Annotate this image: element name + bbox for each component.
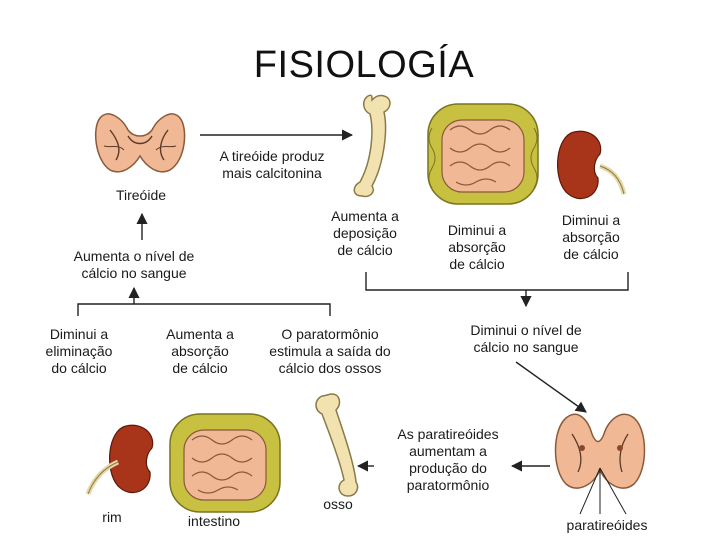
parathyroid-increase-label: As paratireóides aumentam a produção do … bbox=[397, 426, 499, 493]
intestine-label: intestino bbox=[187, 513, 241, 529]
blood-calcium-down-label: Diminui o nível de cálcio no sangue bbox=[470, 322, 582, 355]
bone-deposition-label: Aumenta a deposição de cálcio bbox=[331, 208, 399, 258]
kidney-absorption-down-label: Diminui a absorção de cálcio bbox=[561, 212, 621, 262]
parathyroid-icon bbox=[554, 413, 646, 515]
kidney-icon-bottom bbox=[85, 424, 154, 495]
parathyroid-label: paratireóides bbox=[566, 517, 648, 533]
bracket-effects bbox=[365, 272, 629, 291]
thyroid-produces-label: A tireóide produz mais calcitonina bbox=[219, 148, 325, 181]
thyroid-icon bbox=[94, 113, 186, 173]
kidney-icon bbox=[557, 130, 627, 200]
blood-calcium-up-label: Aumenta o nível de cálcio no sangue bbox=[73, 248, 195, 281]
page-title: FISIOLOGÍA bbox=[253, 44, 475, 86]
arrow-to-parathyroid bbox=[515, 361, 587, 413]
bracket-causes bbox=[77, 303, 331, 316]
bone-icon-bottom bbox=[315, 393, 359, 497]
intestine-icon bbox=[427, 103, 539, 205]
intestine-absorption-up-label: Aumenta a absorção de cálcio bbox=[166, 326, 234, 376]
intestine-absorption-down-label: Diminui a absorção de cálcio bbox=[447, 222, 507, 272]
kidney-label: rim bbox=[102, 509, 122, 525]
kidney-elimination-down-label: Diminui a eliminação do cálcio bbox=[45, 326, 113, 376]
thyroid-label: Tireóide bbox=[115, 187, 167, 203]
bone-label: osso bbox=[323, 496, 353, 512]
intestine-icon-bottom bbox=[169, 413, 281, 513]
pth-stimulates-label: O paratormônio estimula a saída do cálci… bbox=[269, 326, 391, 376]
bone-icon bbox=[353, 94, 391, 198]
